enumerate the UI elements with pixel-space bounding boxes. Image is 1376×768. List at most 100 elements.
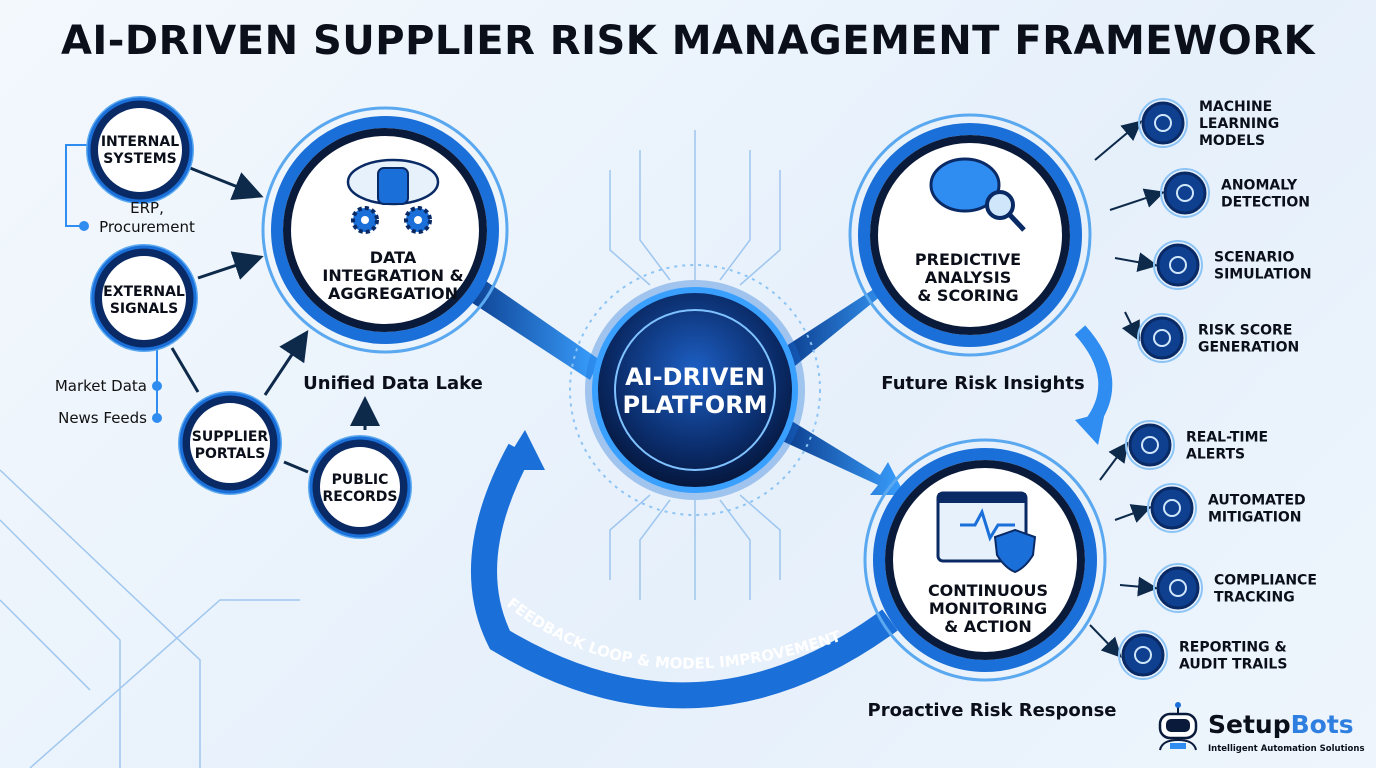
capability-label: AUTOMATED — [1208, 493, 1306, 509]
capability-label: REAL-TIME — [1186, 430, 1268, 446]
market-data-note: Market Data — [55, 377, 147, 395]
svg-text:INTERNAL: INTERNAL — [101, 134, 179, 150]
brain-chip-icon — [1141, 101, 1185, 145]
bell-icon — [1128, 423, 1172, 467]
icon-ring — [1137, 313, 1187, 363]
source-public-records[interactable]: PUBLIC RECORDS — [308, 435, 412, 539]
database-search-icon — [1140, 316, 1184, 360]
continuous-monitoring-node[interactable]: CONTINUOUS MONITORING & ACTION — [863, 438, 1107, 682]
report-check-icon — [1121, 633, 1165, 677]
svg-text:INTEGRATION &: INTEGRATION & — [322, 266, 463, 285]
icon-ring — [1138, 98, 1188, 148]
svg-text:& SCORING: & SCORING — [917, 286, 1018, 305]
icon-glyph — [1141, 436, 1159, 454]
connector-arrow — [1089, 624, 1122, 658]
svg-text:PORTALS: PORTALS — [195, 446, 266, 462]
data-integration-node[interactable]: DATA INTEGRATION & AGGREGATION — [261, 106, 509, 354]
source-arrows — [189, 166, 380, 430]
connector-arrow — [1114, 504, 1152, 523]
icon-glyph — [1176, 184, 1194, 202]
connector-arrow — [1114, 252, 1158, 273]
capability-label: TRACKING — [1214, 590, 1295, 606]
capability-label: DETECTION — [1221, 195, 1310, 211]
connector-arrow — [1094, 120, 1143, 161]
bar-chart-icon — [1156, 243, 1200, 287]
svg-text:CONTINUOUS: CONTINUOUS — [928, 581, 1048, 600]
icon-glyph — [1169, 256, 1187, 274]
svg-text:SIGNALS: SIGNALS — [110, 301, 178, 317]
source-internal-systems[interactable]: INTERNAL SYSTEMS — [86, 96, 194, 204]
capability-label: RISK SCORE — [1198, 323, 1292, 339]
procurement-note: Procurement — [99, 218, 195, 236]
svg-text:SUPPLIER: SUPPLIER — [192, 429, 269, 445]
erp-note: ERP, — [130, 199, 164, 217]
capability-label: AUDIT TRAILS — [1179, 657, 1287, 673]
svg-text:PREDICTIVE: PREDICTIVE — [915, 250, 1021, 269]
svg-text:PLATFORM: PLATFORM — [622, 391, 767, 419]
svg-text:EXTERNAL: EXTERNAL — [103, 284, 185, 300]
icon-ring — [1160, 168, 1210, 218]
connector-arrow — [1109, 188, 1165, 211]
capability-label: MITIGATION — [1208, 510, 1302, 526]
icon-ring — [1153, 240, 1203, 290]
icon-glyph — [1154, 114, 1172, 132]
connector-arrow — [1119, 576, 1158, 597]
capability-label: GENERATION — [1198, 340, 1299, 356]
circuit-decoration — [0, 130, 781, 768]
proactive-risk-response-caption: Proactive Risk Response — [868, 700, 1117, 721]
robot-icon — [1158, 702, 1198, 751]
connector-arrow — [1121, 311, 1140, 342]
svg-text:SetupBots: SetupBots — [1208, 710, 1354, 739]
source-external-signals[interactable]: EXTERNAL SIGNALS — [90, 244, 198, 352]
icon-glyph — [1153, 329, 1171, 347]
svg-text:PUBLIC: PUBLIC — [332, 472, 389, 488]
capability-label: ANOMALY — [1221, 178, 1298, 194]
capability-label: SCENARIO — [1214, 250, 1294, 266]
source-supplier-portals[interactable]: SUPPLIER PORTALS — [178, 391, 282, 495]
cloud-database-gears-icon — [346, 158, 440, 234]
svg-text:Intelligent Automation Solutio: Intelligent Automation Solutions — [1208, 744, 1365, 754]
svg-text:ANALYSIS: ANALYSIS — [925, 268, 1011, 287]
svg-text:SYSTEMS: SYSTEMS — [103, 151, 176, 167]
svg-text:RECORDS: RECORDS — [322, 489, 397, 505]
svg-text:& ACTION: & ACTION — [944, 617, 1032, 636]
setupbots-logo: SetupBots Intelligent Automation Solutio… — [1158, 702, 1365, 754]
svg-text:AGGREGATION: AGGREGATION — [328, 284, 458, 303]
icon-glyph — [1134, 646, 1152, 664]
icon-ring — [1153, 563, 1203, 613]
capability-label: MACHINE — [1199, 99, 1272, 115]
svg-text:DATA: DATA — [370, 248, 417, 267]
capability-label: MODELS — [1199, 133, 1265, 149]
capability-label: SIMULATION — [1214, 267, 1312, 283]
icon-ring — [1125, 420, 1175, 470]
svg-text:AI-DRIVEN: AI-DRIVEN — [625, 363, 765, 391]
page-title: AI-DRIVEN SUPPLIER RISK MANAGEMENT FRAME… — [60, 18, 1316, 64]
unified-data-lake-caption: Unified Data Lake — [303, 373, 483, 394]
brain-magnifier-icon — [929, 157, 1026, 232]
alert-target-icon — [1163, 171, 1207, 215]
predictive-analysis-node[interactable]: PREDICTIVE ANALYSIS & SCORING — [848, 113, 1092, 357]
capability-label: LEARNING — [1199, 116, 1279, 132]
capability-label: COMPLIANCE — [1214, 573, 1317, 589]
icon-glyph — [1169, 579, 1187, 597]
capability-item[interactable]: REPORTING &AUDIT TRAILS — [1089, 624, 1287, 680]
clipboard-check-icon — [1156, 566, 1200, 610]
connector-arrow — [1099, 441, 1129, 481]
icon-glyph — [1163, 499, 1181, 517]
dashboard-shield-icon — [936, 491, 1037, 574]
hand-warning-icon — [1150, 486, 1194, 530]
news-feeds-note: News Feeds — [58, 409, 147, 427]
icon-ring — [1147, 483, 1197, 533]
icon-ring — [1118, 630, 1168, 680]
future-risk-insights-caption: Future Risk Insights — [881, 373, 1084, 394]
ai-platform-node[interactable]: AI-DRIVEN PLATFORM — [569, 264, 821, 516]
